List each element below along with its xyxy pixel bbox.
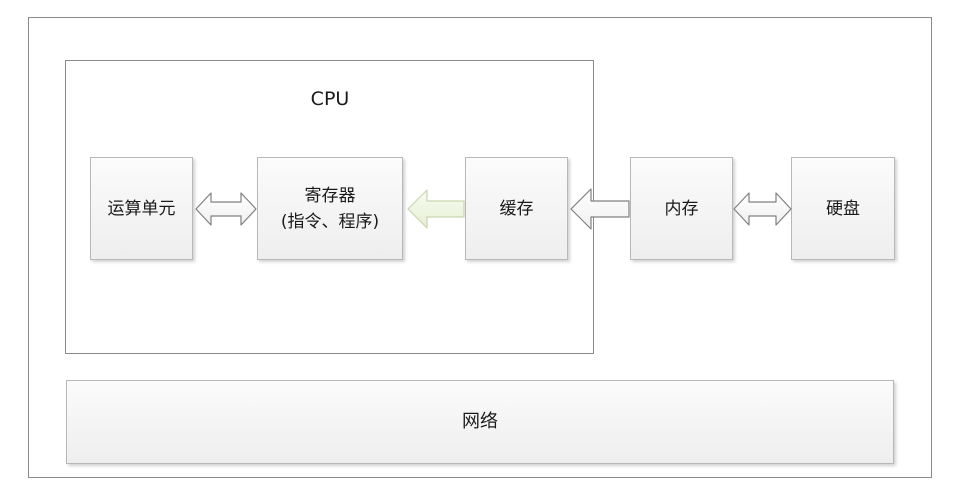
cache-label: 缓存	[499, 198, 534, 219]
disk-box: 硬盘	[791, 157, 895, 260]
cpu-label: CPU	[310, 88, 350, 110]
network-label: 网络	[462, 411, 498, 432]
register-box: 寄存器 (指令、程序)	[257, 157, 403, 260]
register-label: 寄存器	[304, 185, 356, 206]
alu-label: 运算单元	[107, 198, 176, 219]
cache-box: 缓存	[465, 157, 568, 260]
memory-box: 内存	[630, 157, 733, 260]
register-sublabel: (指令、程序)	[280, 211, 380, 232]
network-box: 网络	[66, 380, 894, 464]
alu-box: 运算单元	[90, 157, 193, 260]
disk-label: 硬盘	[826, 198, 860, 219]
memory-label: 内存	[664, 198, 699, 219]
